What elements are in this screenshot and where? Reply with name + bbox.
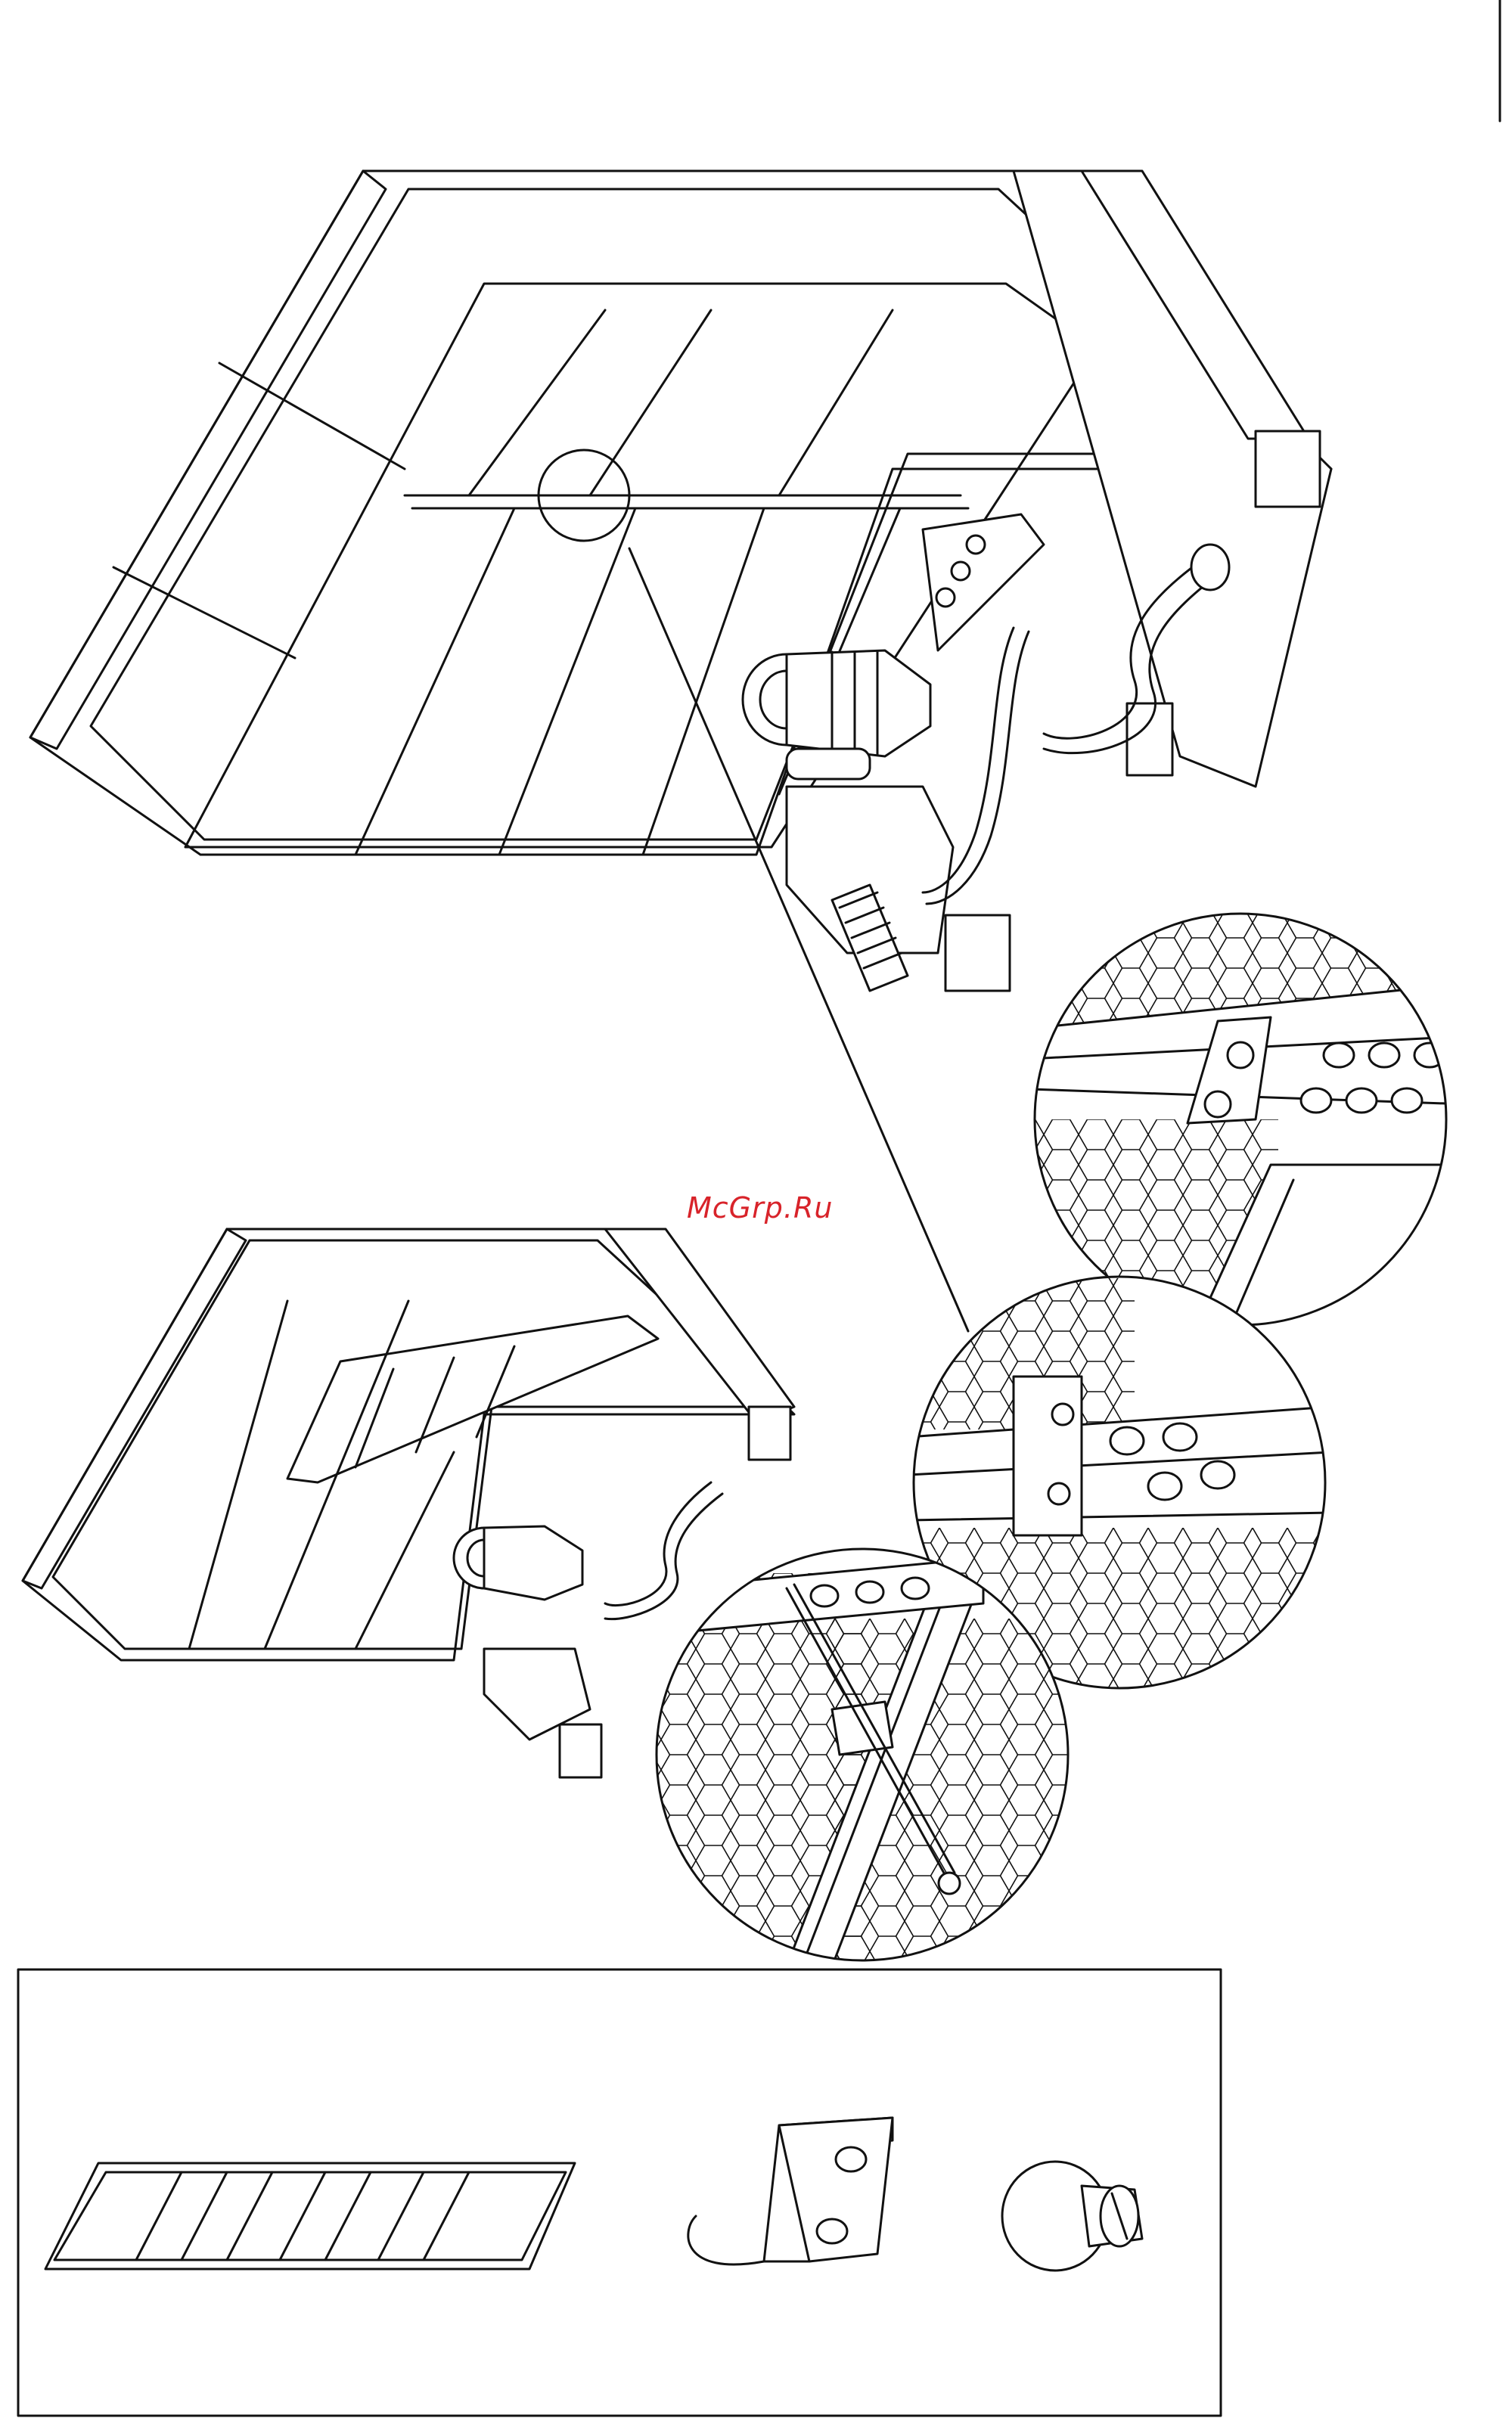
watermark: McGrp.Ru: [687, 1191, 833, 1225]
push-rivet: [1002, 2162, 1142, 2271]
mounting-clip: [688, 2118, 893, 2264]
leg-top-right: [1256, 431, 1320, 507]
filter-frame: [45, 2163, 575, 2269]
detail-circle-3: [650, 1549, 1074, 1966]
leg-bottom-right: [945, 915, 1010, 991]
